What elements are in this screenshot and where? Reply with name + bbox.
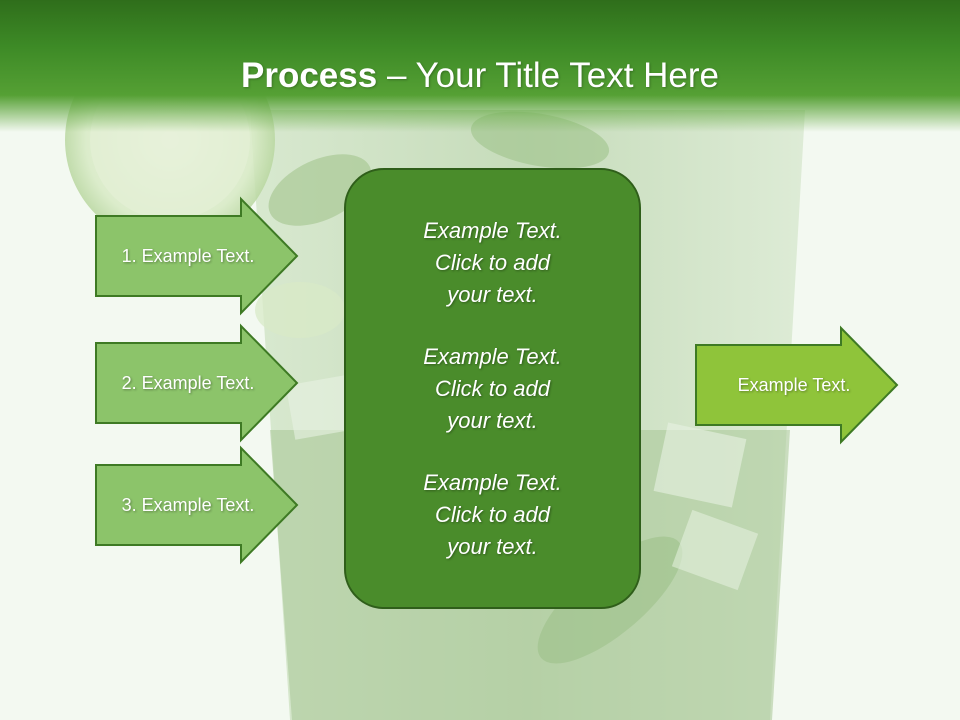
arrow-right-icon	[95, 323, 299, 443]
center-paragraph-2: Example Text. Click to add your text.	[373, 341, 613, 437]
slide-title[interactable]: Process – Your Title Text Here	[0, 52, 960, 100]
paragraph-line: your text.	[447, 407, 538, 433]
title-band	[0, 0, 960, 132]
input-arrow-label: 3. Example Text.	[121, 494, 255, 515]
arrow-right-icon	[95, 196, 299, 316]
paragraph-line: Example Text.	[423, 217, 562, 243]
paragraph-line: Click to add	[435, 501, 550, 527]
center-text-box[interactable]: Example Text. Click to add your text. Ex…	[344, 168, 641, 609]
arrow-right-icon	[95, 445, 299, 565]
paragraph-line: Click to add	[435, 375, 550, 401]
paragraph-line: your text.	[447, 281, 538, 307]
title-rest-text: – Your Title Text Here	[377, 56, 719, 95]
input-arrow-1[interactable]: 1. Example Text.	[95, 196, 299, 316]
title-bold-text: Process	[241, 56, 378, 95]
output-arrow-label: Example Text.	[737, 374, 851, 395]
paragraph-line: Click to add	[435, 249, 550, 275]
input-arrow-label: 2. Example Text.	[121, 372, 255, 393]
center-paragraph-3: Example Text. Click to add your text.	[373, 467, 613, 563]
output-arrow[interactable]: Example Text.	[695, 325, 899, 445]
center-paragraph-1: Example Text. Click to add your text.	[373, 215, 613, 311]
paragraph-line: your text.	[447, 533, 538, 559]
input-arrow-label: 1. Example Text.	[121, 245, 255, 266]
paragraph-line: Example Text.	[423, 469, 562, 495]
paragraph-line: Example Text.	[423, 343, 562, 369]
input-arrow-2[interactable]: 2. Example Text.	[95, 323, 299, 443]
arrow-right-icon	[695, 325, 899, 445]
input-arrow-3[interactable]: 3. Example Text.	[95, 445, 299, 565]
